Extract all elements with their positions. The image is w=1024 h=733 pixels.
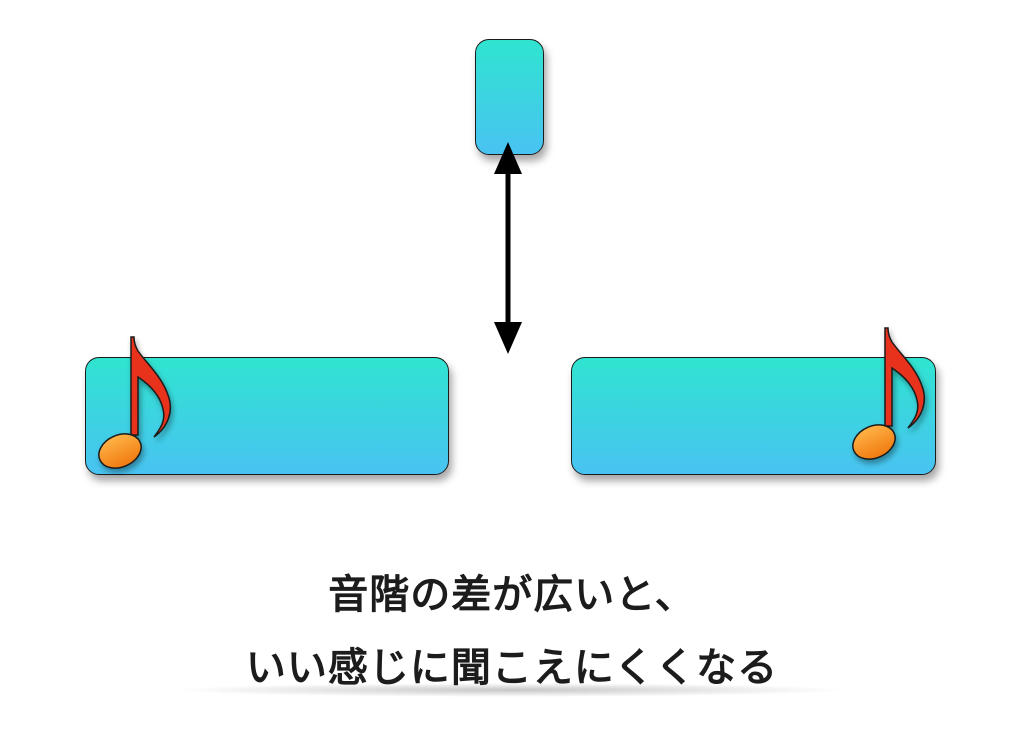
- left-note-box: [85, 357, 449, 475]
- caption-shadow: [170, 683, 850, 697]
- right-note-box: [571, 357, 936, 475]
- top-note-box: [475, 39, 544, 155]
- caption-line-2: いい感じに聞こえにくくなる: [245, 645, 779, 691]
- caption-line-1: 音階の差が広いと、: [328, 572, 696, 618]
- double-arrow-icon: [494, 142, 522, 354]
